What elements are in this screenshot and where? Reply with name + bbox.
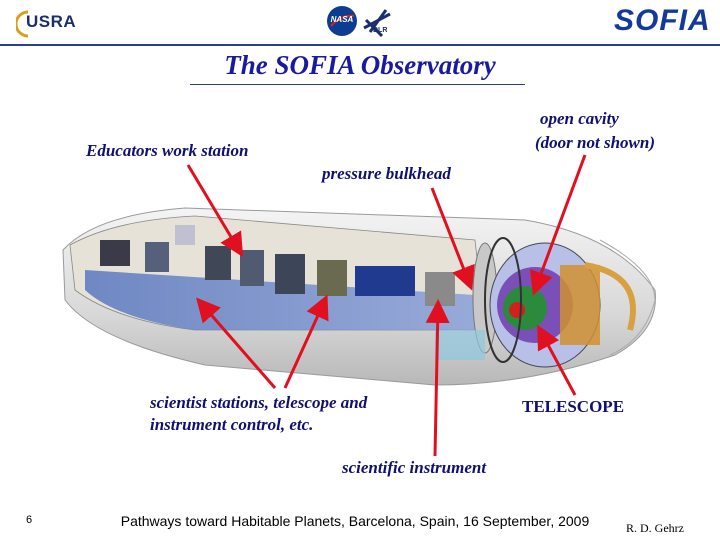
footer-author: R. D. Gehrz	[626, 521, 684, 535]
tail-cone	[599, 239, 656, 356]
nasa-logo: NASA	[327, 6, 357, 36]
usra-logo-text: USRA	[26, 12, 77, 31]
nasa-logo-text: NASA	[330, 15, 354, 24]
lower-deck	[435, 330, 485, 360]
label-pressure-bulkhead: pressure bulkhead	[322, 164, 451, 183]
label-open-cavity: open cavity	[540, 109, 619, 128]
header-divider	[0, 44, 720, 46]
sofia-logo: SOFIA	[614, 4, 711, 37]
slide-title: The SOFIA Observatory	[224, 50, 496, 80]
nasa-swoosh-icon	[330, 14, 355, 27]
label-scientific-instrument: scientific instrument	[342, 458, 487, 477]
footer-conference: Pathways toward Habitable Planets, Barce…	[120, 513, 590, 529]
label-scientist-stations-line2: instrument control, etc.	[150, 415, 314, 434]
usra-arc-icon	[16, 10, 29, 38]
dlr-logo-text: DLR	[373, 27, 388, 34]
slide-number: 6	[26, 514, 33, 526]
workstation-consoles	[100, 225, 455, 306]
label-telescope: TELESCOPE	[522, 397, 625, 416]
usra-logo: USRA	[8, 8, 76, 38]
aircraft-cutaway-illustration	[62, 207, 656, 386]
label-scientist-stations-line1: scientist stations, telescope and	[150, 393, 368, 412]
cabin-floor	[85, 270, 480, 330]
open-cavity-ring	[484, 237, 522, 363]
label-door-not-shown: (door not shown)	[535, 133, 655, 152]
label-educators-work-station: Educators work station	[86, 141, 249, 160]
dlr-logo-icon	[363, 9, 391, 38]
slide-header: USRA NASA DLR SOFIA	[0, 0, 720, 44]
title-underline	[190, 84, 525, 85]
